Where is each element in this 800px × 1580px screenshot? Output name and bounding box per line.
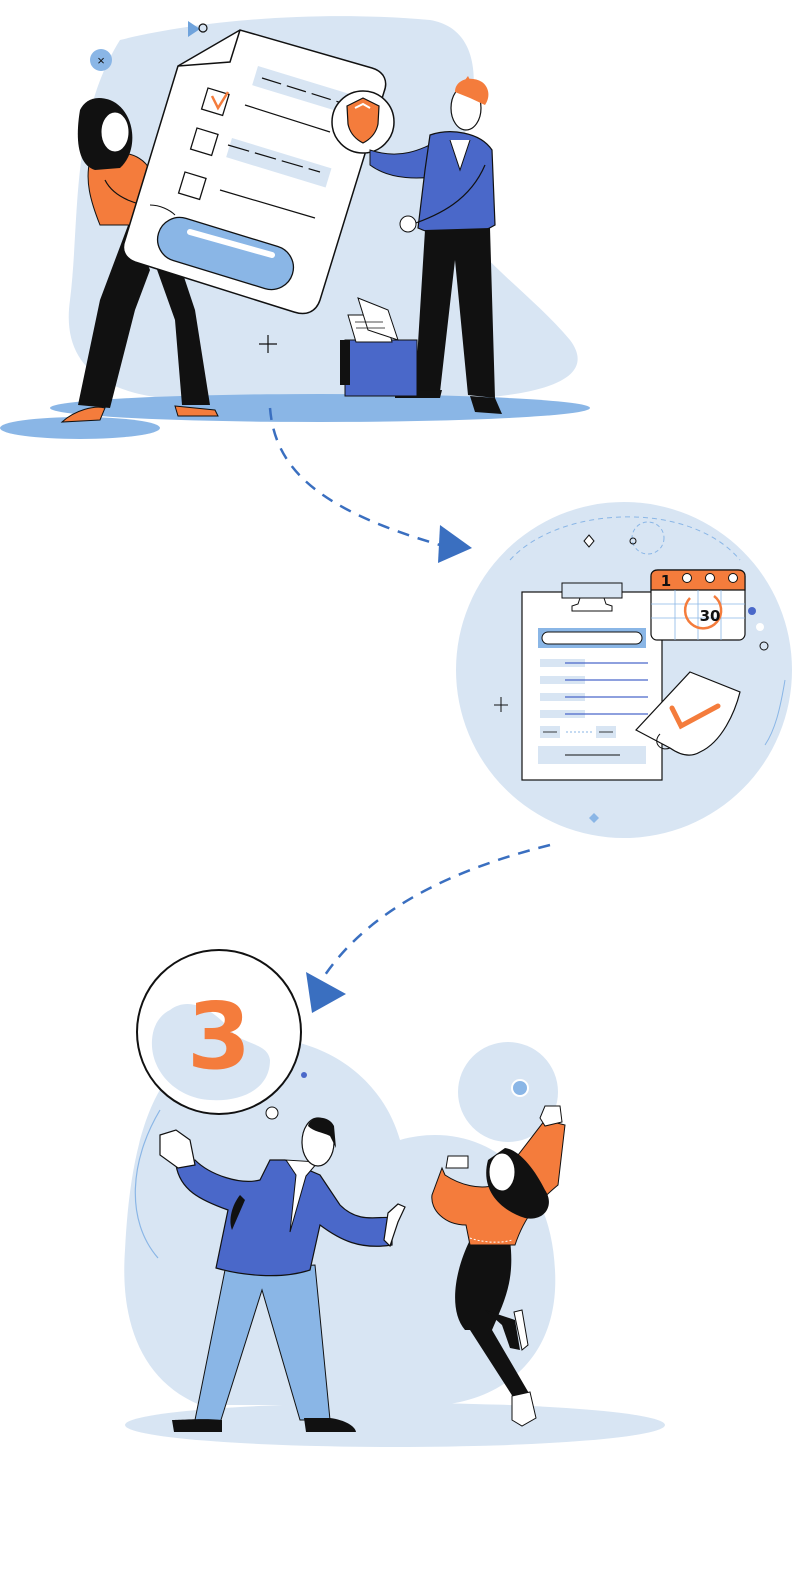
clipboard: [521, 582, 663, 781]
calendar: 1 30: [650, 569, 746, 641]
man-with-shield: [331, 76, 502, 414]
arrow-head-icon: [438, 525, 472, 563]
man-in-suit: [159, 1117, 406, 1432]
step-number: 3: [187, 983, 251, 1090]
triangle-decoration: [188, 21, 200, 37]
plus-sparkle-icon: [494, 697, 508, 712]
checkmark-icon: [210, 91, 230, 111]
clipboard-clip: [561, 582, 623, 599]
calendar-month-tab: 1: [661, 572, 671, 590]
scene-celebration: 3: [124, 949, 665, 1447]
scene-document-approval: ×: [0, 16, 590, 439]
arrow-head-icon: [306, 972, 346, 1013]
clock-icon: [511, 1079, 529, 1097]
checkbox-icon: [177, 171, 207, 201]
diamond-decoration: [583, 534, 595, 548]
close-icon: ×: [97, 53, 105, 68]
woman-cheering: [431, 1105, 566, 1427]
scene-schedule: 1 30: [456, 502, 792, 838]
checkmark-icon: [669, 703, 721, 730]
plus-sparkle-icon: [259, 335, 277, 353]
floor-shadow-left: [0, 417, 160, 439]
approved-note: [635, 671, 741, 756]
diamond-decoration: [589, 813, 599, 823]
ring-decoration: [198, 23, 208, 33]
close-icon-bg: [90, 49, 112, 71]
dashed-arrow-2: [306, 843, 551, 1013]
shield-icon: [346, 97, 380, 144]
step-number-badge: 3: [136, 949, 302, 1115]
floor-shadow: [50, 394, 590, 422]
calendar-day: 30: [700, 607, 721, 625]
side-table-with-papers: [340, 297, 418, 397]
dashed-arrow-1: [268, 407, 472, 563]
checklist-document: [122, 29, 387, 315]
checkbox-icon: [189, 127, 219, 157]
